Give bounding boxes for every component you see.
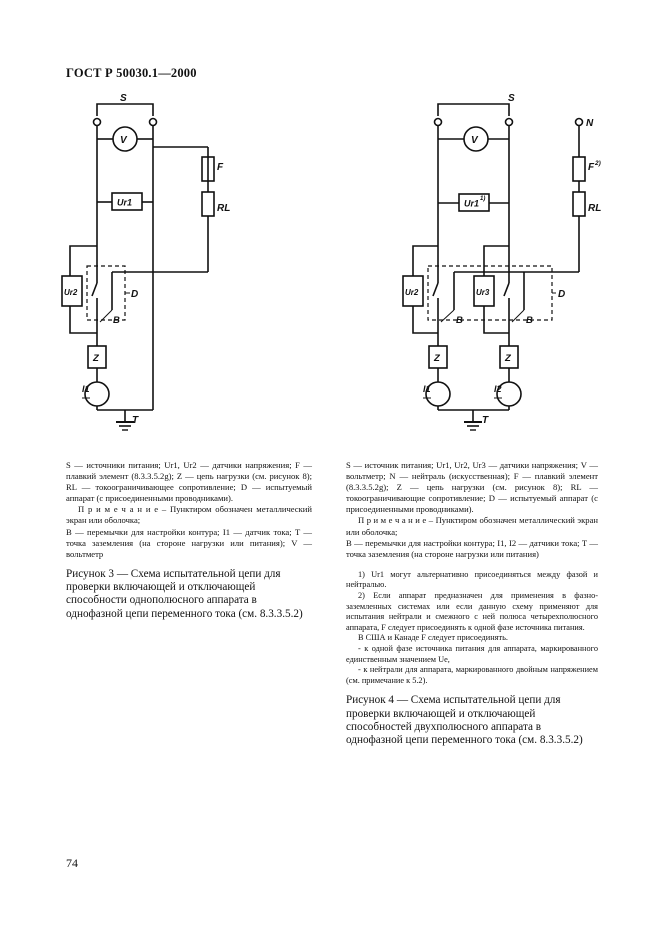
figure-3-caption: Рисунок 3 — Схема испытательной цепи для…	[66, 567, 303, 620]
page-number: 74	[66, 856, 78, 870]
fig4-label-ur1: Ur1	[464, 199, 479, 209]
fig4-label-ur1-sup: 1)	[480, 196, 485, 202]
fig4-legend-2: B — перемычки для настройки контура; I1,…	[346, 537, 598, 559]
fig4-footnote-2: 2) Если аппарат предназначен для примене…	[346, 591, 598, 632]
fig4-label-n: N	[586, 118, 594, 129]
fig4-label-i1: I1	[423, 384, 431, 394]
fig3-label-rl: RL	[217, 203, 230, 214]
fig4-label-b1: B	[456, 315, 463, 326]
fig4-label-z2: Z	[504, 353, 512, 364]
fig3-label-i1: I1	[82, 384, 90, 394]
fig4-label-ur3: Ur3	[476, 288, 490, 297]
fig4-footnote-1: 1) Ur1 могут альтернативно присоединятьс…	[346, 569, 598, 590]
fig4-label-t: T	[482, 415, 489, 426]
fig3-label-s: S	[120, 93, 127, 104]
fig4-footnote-5: - к нейтрали для аппарата, маркированног…	[346, 665, 598, 685]
figure-3-diagram: S V F RL Ur1 Ur2 D B Z I1	[0, 0, 330, 450]
fig4-footnote-3: В США и Канаде F следует присоединять.	[358, 633, 508, 643]
fig4-label-f-sup: 2)	[594, 160, 601, 167]
fig4-label-v: V	[471, 135, 479, 146]
fig4-legend-1: S — источник питания; Ur1, Ur2, Ur3 — да…	[346, 460, 598, 515]
fig3-label-t: T	[132, 415, 139, 426]
fig4-label-f: F	[588, 162, 595, 173]
figure-3-text: S — источники питания; Ur1, Ur2 — датчик…	[66, 460, 312, 621]
fig4-label-z1: Z	[433, 353, 441, 364]
fig4-label-rl: RL	[588, 203, 601, 214]
fig3-label-b: B	[113, 315, 120, 326]
fig4-label-ur2: Ur2	[405, 288, 419, 297]
fig3-legend-1: S — источники питания; Ur1, Ur2 — датчик…	[66, 460, 312, 504]
document-header: ГОСТ Р 50030.1—2000	[66, 66, 197, 80]
figure-4-caption: Рисунок 4 — Схема испытательной цепи для…	[346, 694, 583, 747]
fig3-label-ur2: Ur2	[64, 288, 78, 297]
fig4-label-s: S	[508, 93, 515, 104]
fig3-label-ur1: Ur1	[117, 198, 132, 208]
figure-4-diagram: S N V F 2) RL Ur1 1) Ur2 Ur3 D B B	[330, 0, 661, 450]
fig3-legend-2: B — перемычки для настройки контура; I1 …	[66, 526, 312, 559]
fig3-label-v: V	[120, 135, 128, 146]
fig3-label-f: F	[217, 162, 224, 173]
figure-4-text: S — источник питания; Ur1, Ur2, Ur3 — да…	[346, 460, 598, 748]
fig4-footnote-4: - к одной фазе источника питания для апп…	[346, 644, 598, 664]
fig3-label-d: D	[131, 289, 138, 300]
fig4-legend-note: П р и м е ч а н и е – Пунктиром обозначе…	[346, 515, 598, 537]
fig4-label-b2: B	[526, 315, 533, 326]
fig3-label-z: Z	[92, 353, 100, 364]
fig4-label-i2: I2	[494, 384, 502, 394]
fig3-legend-note: П р и м е ч а н и е – Пунктиром обозначе…	[66, 504, 312, 526]
fig4-label-d: D	[558, 289, 565, 300]
